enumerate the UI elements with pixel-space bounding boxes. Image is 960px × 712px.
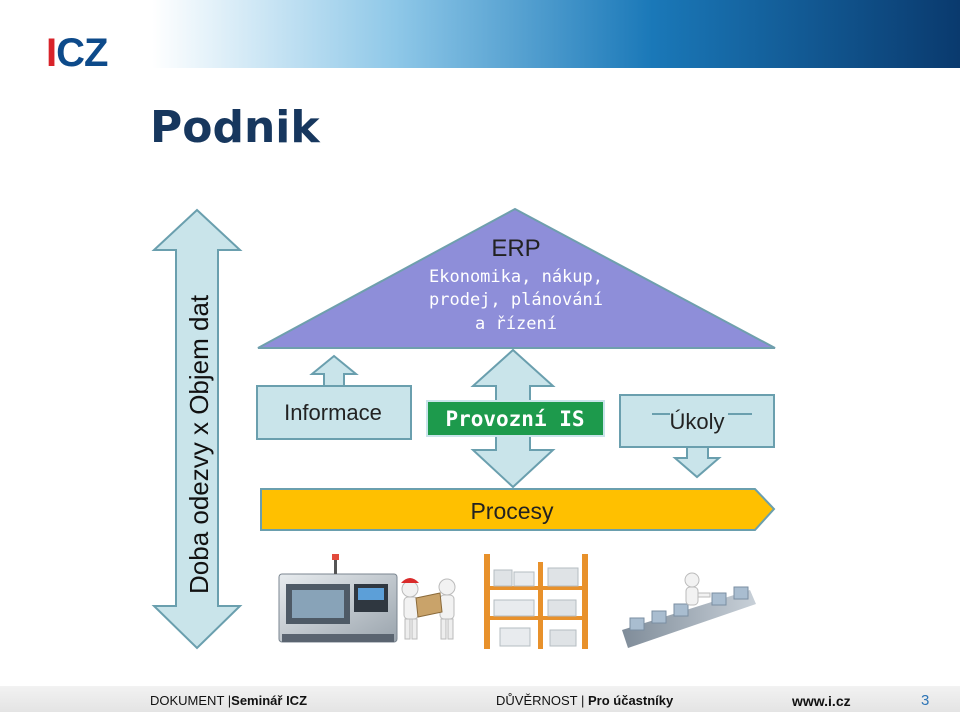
warehouse-rack-image: [484, 554, 588, 649]
conveyor-figure-image: [622, 572, 756, 648]
vertical-double-arrow: [151, 208, 243, 650]
footer-confidentiality-label: DŮVĚRNOST: [496, 693, 578, 708]
cnc-machine-image: [278, 554, 398, 643]
erp-triangle: [257, 207, 776, 349]
erp-title: ERP: [491, 235, 540, 262]
procesy-bar: [260, 488, 776, 531]
informace-label: Informace: [284, 400, 382, 425]
informace-box: [256, 385, 412, 440]
footer-page-number: 3: [921, 692, 930, 709]
footer-document-label: DOKUMENT: [150, 693, 225, 708]
header-gradient-bar: [152, 0, 960, 68]
erp-line-1: Ekonomika, nákup,: [429, 267, 603, 287]
footer-document-name: Seminář ICZ: [231, 693, 308, 708]
enterprise-diagram: Doba odezvy x Objem dat ERP Ekonomika, n…: [151, 207, 776, 650]
footer-document: DOKUMENT |Seminář ICZ: [150, 693, 308, 708]
provozni-is-label: Provozní IS: [445, 407, 584, 431]
footer-bar: DOKUMENT |Seminář ICZ DŮVĚRNOST | Pro úč…: [0, 686, 960, 712]
logo-text: ICZ: [46, 31, 108, 75]
footer-website[interactable]: www.i.cz: [792, 693, 851, 709]
ukoly-down-arrow: [672, 446, 722, 479]
icz-logo: ICZ: [46, 31, 108, 75]
erp-line-2: prodej, plánování: [429, 290, 603, 310]
footer-confidentiality: DŮVĚRNOST | Pro účastníky: [496, 693, 674, 708]
vertical-axis-label: Doba odezvy x Objem dat: [184, 294, 214, 594]
provozni-is-box: [426, 400, 605, 437]
footer-confidentiality-value: Pro účastníky: [588, 693, 674, 708]
erp-line-3: a řízení: [475, 314, 557, 334]
delivery-figure-image: [401, 578, 456, 640]
informace-up-arrow: [309, 354, 359, 387]
ukoly-box: [619, 394, 775, 448]
procesy-label: Procesy: [470, 498, 554, 524]
page-title: Podnik: [150, 102, 320, 153]
ukoly-label: Úkoly: [669, 409, 724, 434]
